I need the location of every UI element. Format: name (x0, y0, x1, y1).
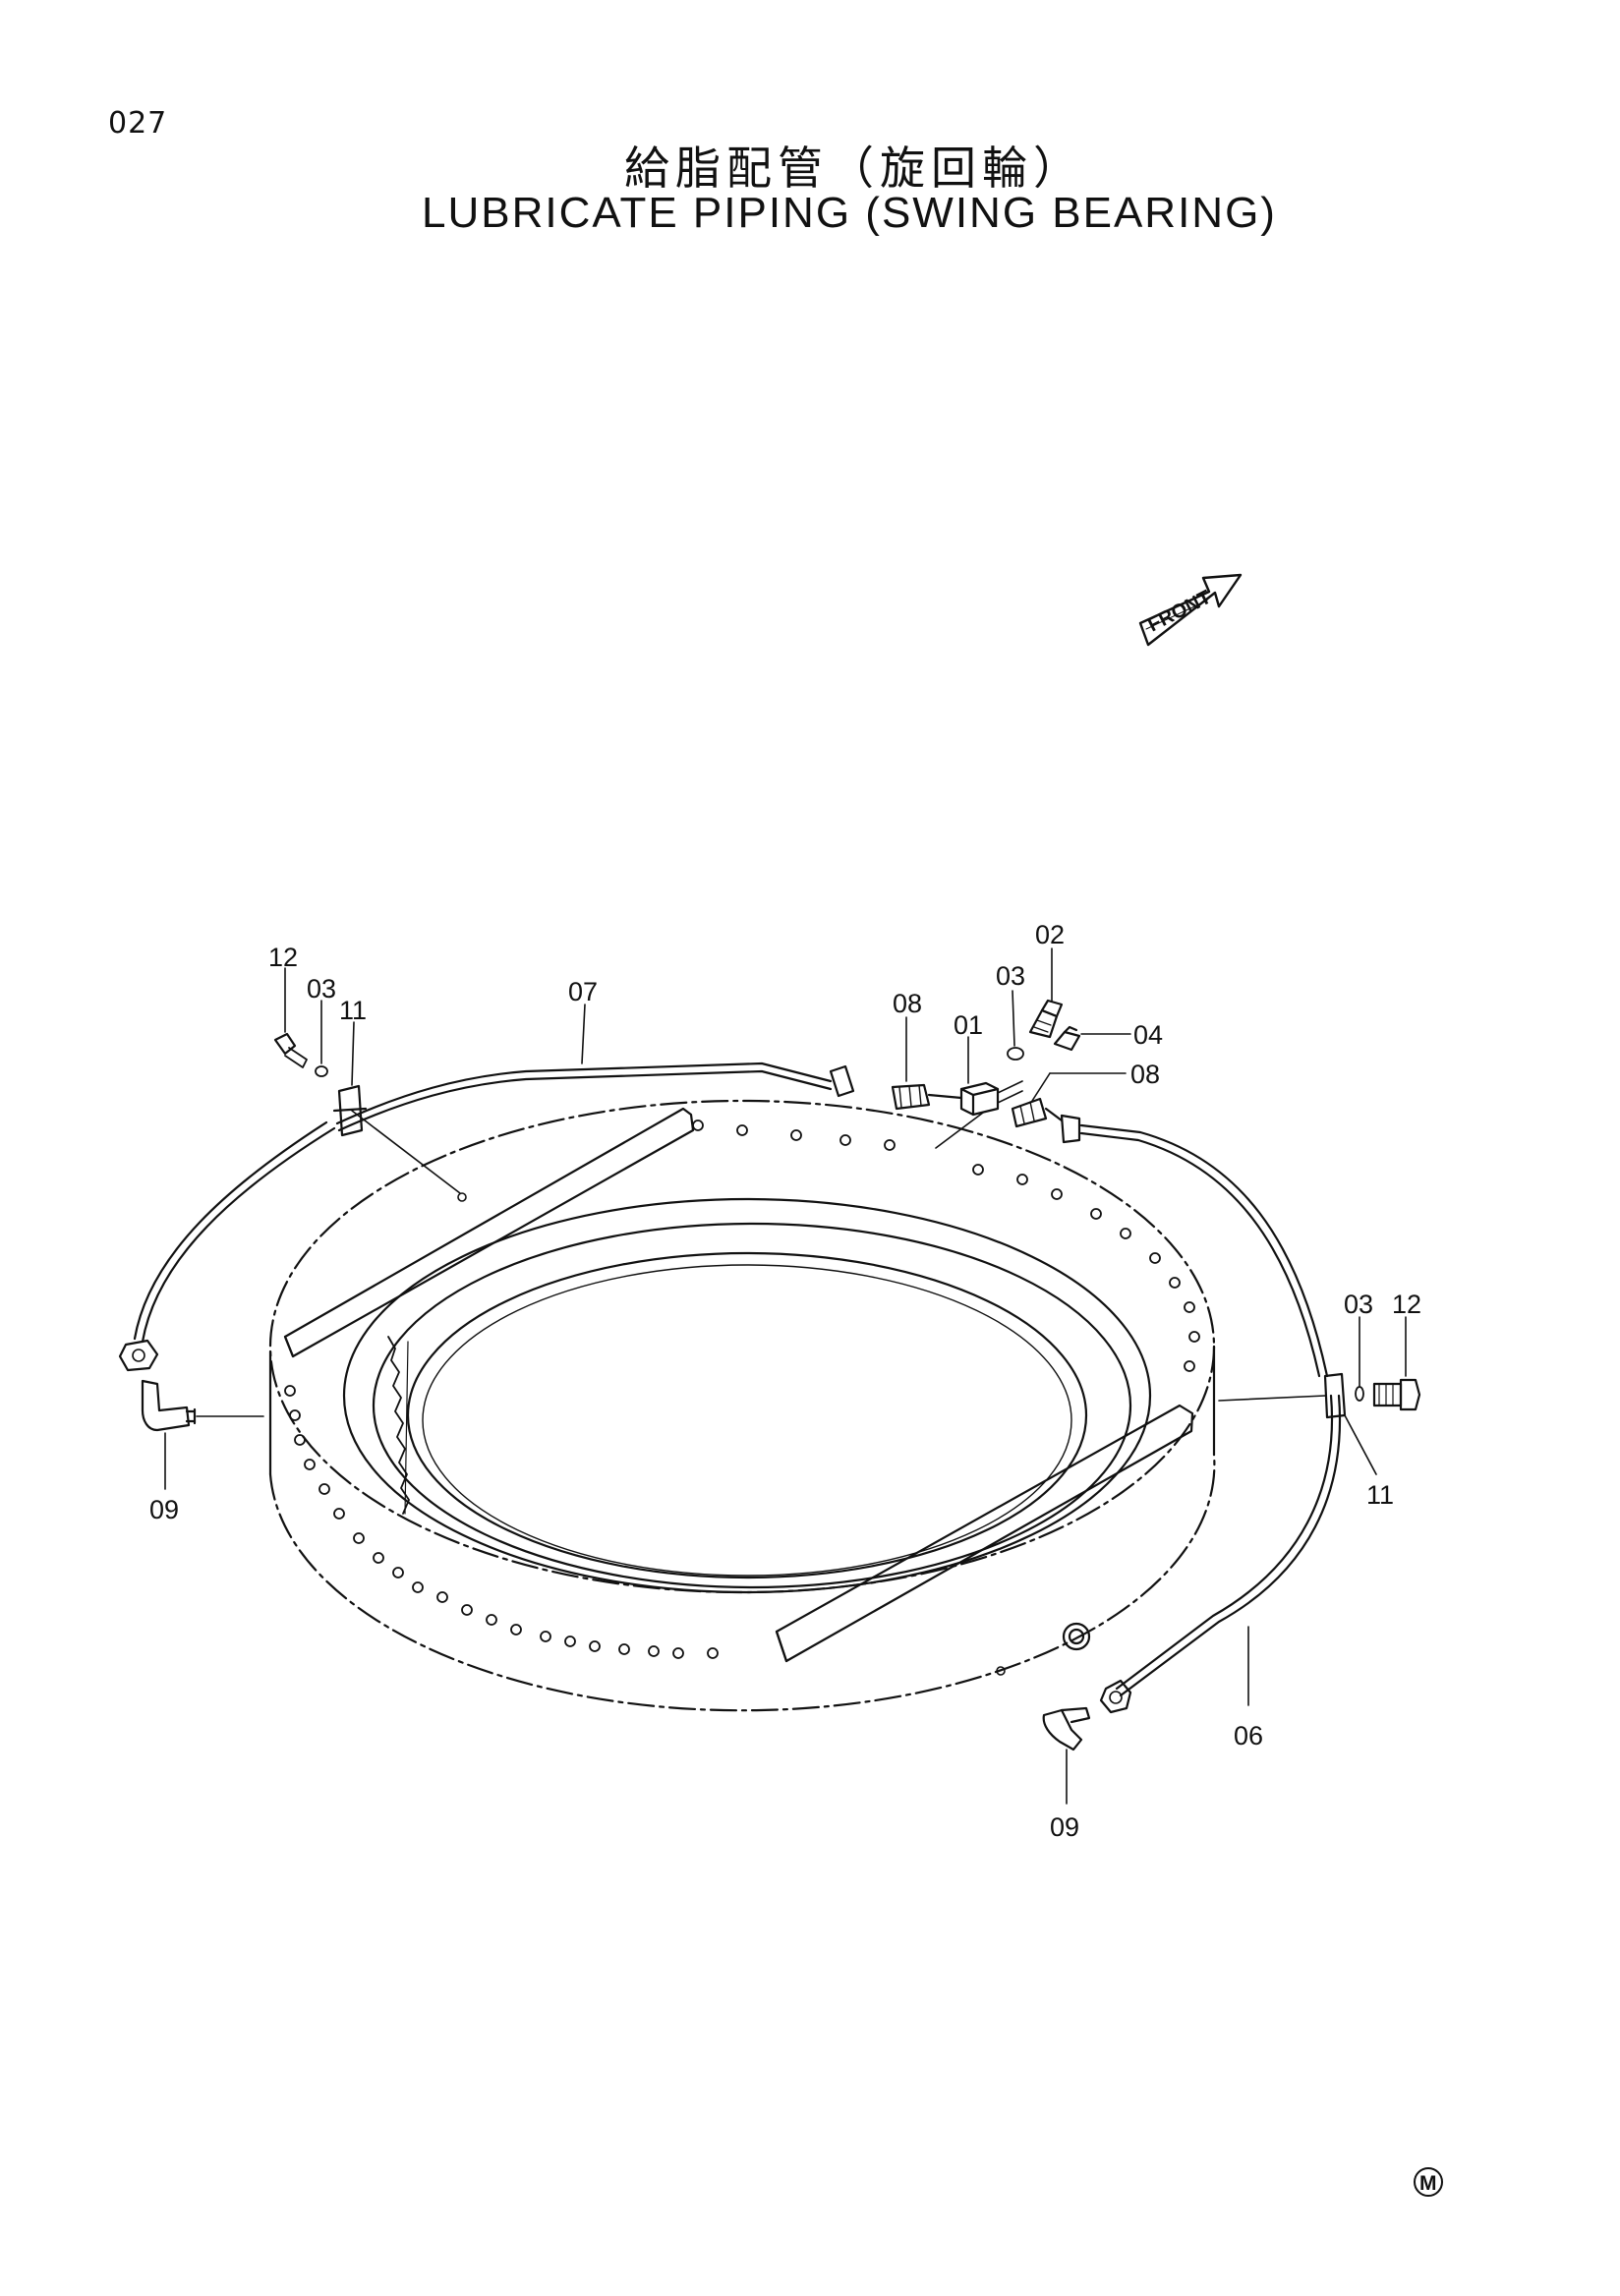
m-mark-icon: M (1414, 2167, 1443, 2197)
elbow-09-bottom (1042, 1706, 1091, 1751)
callout-01: 01 (954, 1010, 983, 1040)
callout-06: 06 (1234, 1721, 1263, 1751)
swing-bearing-ring (268, 1099, 1216, 1712)
page-number: 027 (108, 106, 168, 141)
callout-12-right: 12 (1392, 1290, 1421, 1319)
callout-03-left: 03 (307, 974, 336, 1004)
callout-03-top: 03 (996, 961, 1025, 991)
callout-09-bottom: 09 (1050, 1812, 1079, 1842)
grease-nipple-04 (1053, 1025, 1081, 1052)
callout-12-left: 12 (268, 943, 298, 972)
m-mark-label: M (1419, 2172, 1437, 2195)
plug-02 (1028, 999, 1064, 1039)
washer-03-top (1007, 1047, 1024, 1061)
callout-08-right: 08 (1130, 1060, 1160, 1089)
callout-03-right: 03 (1344, 1290, 1373, 1319)
clamp-11-left (332, 1084, 368, 1137)
upper-spacer-bar (283, 1107, 695, 1358)
callout-labels: 12 03 11 07 08 01 03 02 04 08 03 12 11 0… (149, 920, 1421, 1842)
callout-11-left: 11 (339, 996, 367, 1025)
elbow-09-left (141, 1379, 197, 1432)
pipe-07 (118, 1062, 855, 1372)
callout-11-right: 11 (1366, 1480, 1394, 1510)
bolt-12-left (273, 1032, 308, 1068)
fitting-08-right (1011, 1097, 1064, 1128)
pipe-06 (1060, 1114, 1341, 1714)
front-arrow-icon: FRONT (1138, 573, 1243, 647)
callout-07: 07 (568, 977, 598, 1006)
title-english: LUBRICATE PIPING (SWING BEARING) (422, 189, 1277, 237)
title-japanese: 給脂配管（旋回輪） (624, 142, 1084, 195)
lower-spacer-bar (775, 1404, 1194, 1663)
callout-09-left: 09 (149, 1495, 179, 1524)
fitting-08-left (891, 1083, 963, 1111)
callout-08-top: 08 (893, 989, 922, 1018)
leader-lines (164, 947, 1407, 1805)
callout-02: 02 (1035, 920, 1065, 949)
washer-03-left (315, 1065, 328, 1077)
callout-04: 04 (1133, 1020, 1163, 1050)
grease-block-01 (959, 1080, 1023, 1117)
front-label: FRONT (1144, 587, 1214, 637)
clamp-11-right (1323, 1372, 1347, 1419)
washer-03-right (1355, 1386, 1364, 1402)
bolt-12-right (1372, 1378, 1421, 1411)
